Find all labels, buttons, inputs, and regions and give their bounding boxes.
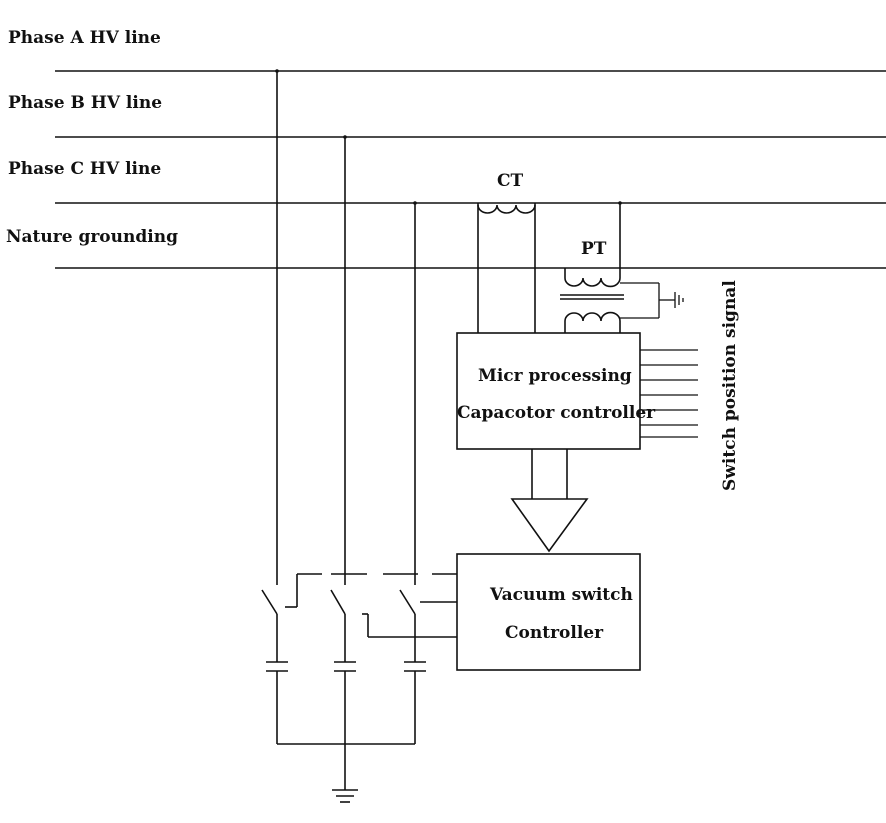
pt-label: PT [581,239,607,259]
vacuum-switch-box [456,553,641,671]
phase-c-label: Phase C HV line [8,159,162,179]
signal-label: Switch position signal [720,280,740,491]
phase-c-branch [399,201,426,744]
controller-subtitle: Capacotor controller [457,403,656,423]
controller-box [456,332,641,450]
vacuum-switch-subtitle: Controller [505,623,604,643]
ct-label: CT [497,171,524,191]
ct-coil [477,203,536,333]
phase-b-branch [330,135,356,790]
switch-linkage [285,573,457,638]
ground-label: Nature grounding [6,227,178,247]
phase-a-branch [261,69,288,744]
control-arrow [510,449,589,553]
controller-title: Micr processing [478,366,632,386]
phase-a-label: Phase A HV line [8,28,161,48]
pt-transformer [560,201,684,333]
signal-lines [640,349,698,438]
ground-symbol [332,789,358,803]
vacuum-switch-title: Vacuum switch [490,585,633,605]
phase-b-label: Phase B HV line [8,93,163,113]
